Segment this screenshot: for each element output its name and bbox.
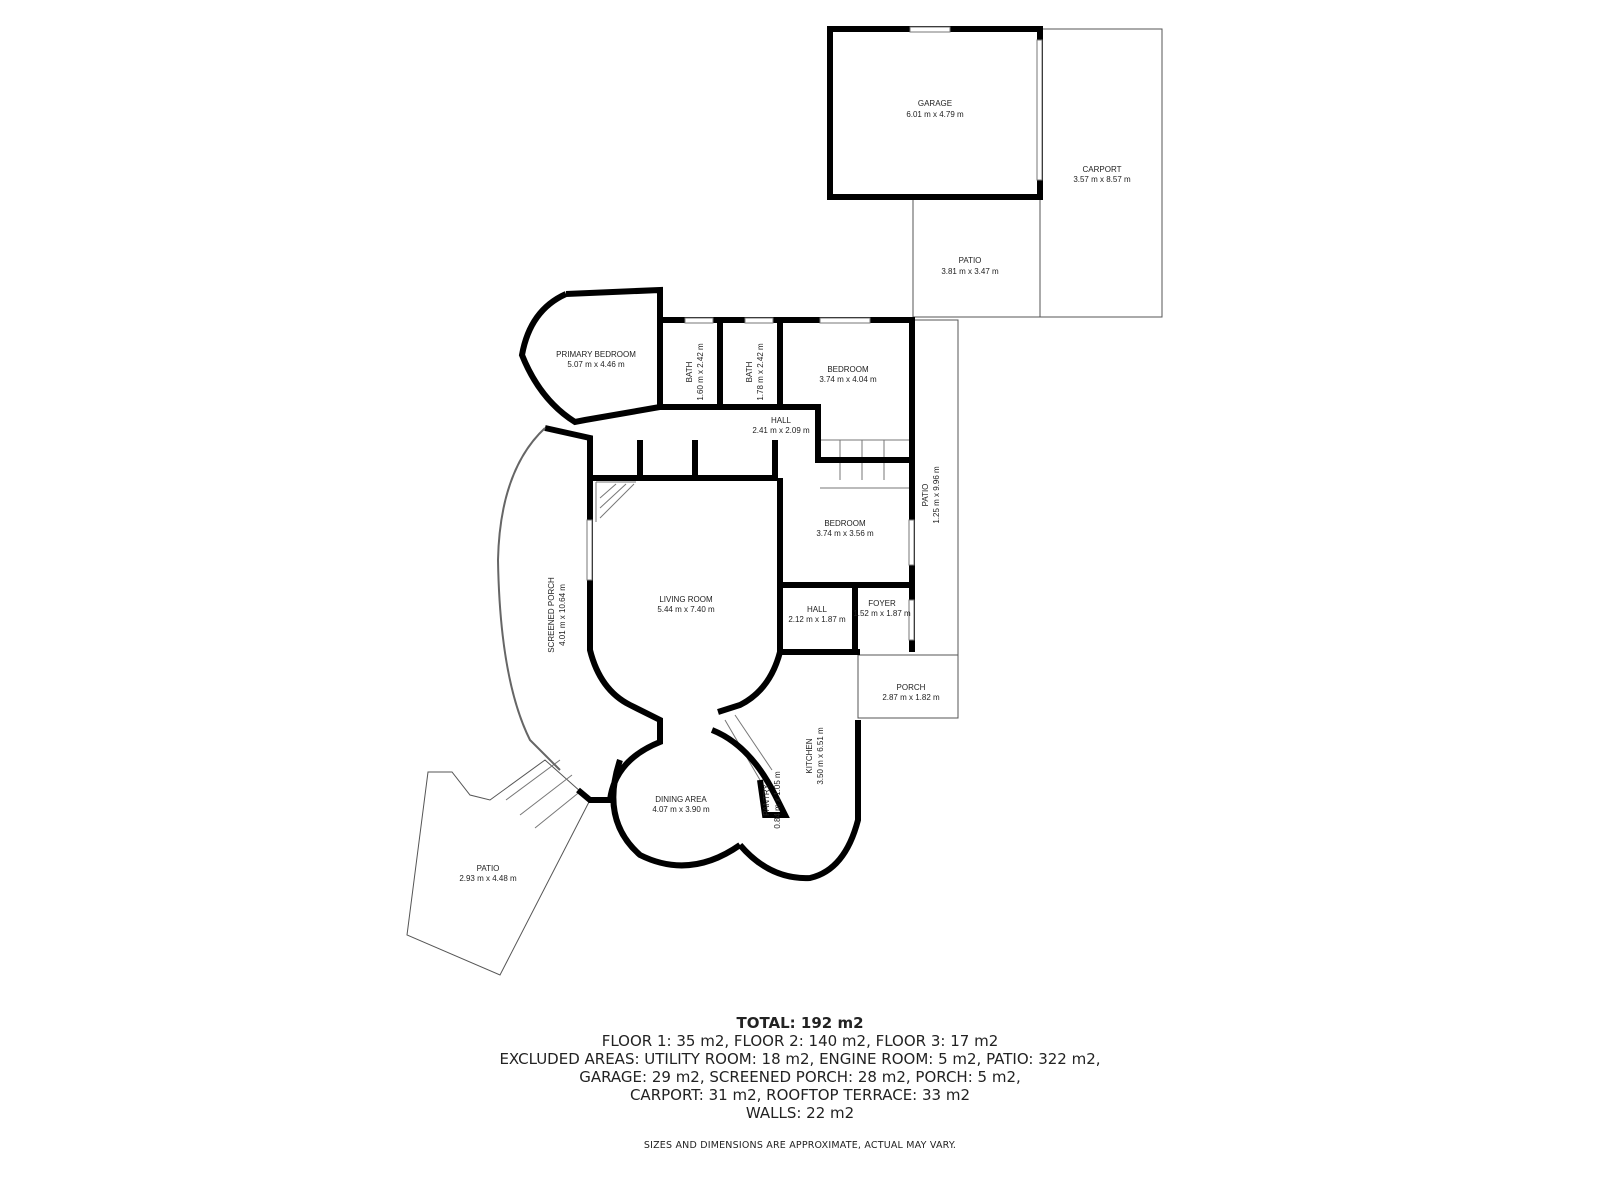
kitchen-walls bbox=[737, 720, 861, 882]
svg-text:BATH: BATH bbox=[685, 361, 694, 382]
svg-text:6.01 m x 4.79 m: 6.01 m x 4.79 m bbox=[906, 110, 964, 119]
walls-area: WALLS: 22 m2 bbox=[745, 1104, 855, 1122]
svg-text:3.74 m x 3.56 m: 3.74 m x 3.56 m bbox=[816, 529, 874, 538]
svg-text:3.50 m x 6.51 m: 3.50 m x 6.51 m bbox=[816, 727, 825, 785]
svg-text:HALL: HALL bbox=[771, 416, 792, 425]
dining-area-walls bbox=[610, 759, 742, 869]
svg-text:2.12 m x 1.87 m: 2.12 m x 1.87 m bbox=[788, 615, 846, 624]
svg-text:DINING AREA: DINING AREA bbox=[655, 795, 707, 804]
svg-text:BATH: BATH bbox=[745, 361, 754, 382]
area-summary: TOTAL: 192 m2 FLOOR 1: 35 m2, FLOOR 2: 1… bbox=[0, 1014, 1600, 1151]
room-patio-top: PATIO 3.81 m x 3.47 m bbox=[941, 256, 999, 276]
porch-outline bbox=[857, 654, 959, 719]
svg-text:3.57 m x 8.57 m: 3.57 m x 8.57 m bbox=[1073, 175, 1131, 184]
svg-text:PRIMARY BEDROOM: PRIMARY BEDROOM bbox=[556, 350, 636, 359]
svg-text:4.07 m x 3.90 m: 4.07 m x 3.90 m bbox=[652, 805, 710, 814]
svg-text:BEDROOM: BEDROOM bbox=[824, 519, 866, 528]
svg-text:2.93 m x 4.48 m: 2.93 m x 4.48 m bbox=[459, 874, 517, 883]
total-area: TOTAL: 192 m2 bbox=[736, 1014, 864, 1032]
svg-text:KITCHEN: KITCHEN bbox=[805, 738, 814, 773]
svg-text:0.84 m x 1.05 m: 0.84 m x 1.05 m bbox=[773, 771, 782, 829]
disclaimer: SIZES AND DIMENSIONS ARE APPROXIMATE, AC… bbox=[643, 1140, 957, 1151]
outdoor-areas bbox=[406, 28, 1163, 976]
svg-text:3.74 m x 4.04 m: 3.74 m x 4.04 m bbox=[819, 375, 877, 384]
pantry-walls bbox=[710, 727, 790, 818]
svg-text:2.41 m x 2.09 m: 2.41 m x 2.09 m bbox=[752, 426, 810, 435]
svg-text:FOYER: FOYER bbox=[868, 599, 896, 608]
svg-text:1.25 m x 9.96 m: 1.25 m x 9.96 m bbox=[932, 466, 941, 524]
svg-text:HALL: HALL bbox=[807, 605, 828, 614]
svg-text:PORCH: PORCH bbox=[897, 683, 926, 692]
walls bbox=[496, 26, 1043, 882]
stairs bbox=[505, 439, 910, 829]
svg-text:5.44 m x 7.40 m: 5.44 m x 7.40 m bbox=[657, 605, 715, 614]
svg-text:LIVING ROOM: LIVING ROOM bbox=[659, 595, 713, 604]
svg-text:PANTRY: PANTRY bbox=[762, 783, 771, 815]
svg-text:4.01 m x 10.64 m: 4.01 m x 10.64 m bbox=[558, 584, 567, 646]
svg-text:1.52 m x 1.87 m: 1.52 m x 1.87 m bbox=[853, 609, 911, 618]
patio-side-outline bbox=[913, 319, 959, 655]
floor-areas: FLOOR 1: 35 m2, FLOOR 2: 140 m2, FLOOR 3… bbox=[601, 1032, 999, 1050]
svg-text:PATIO: PATIO bbox=[477, 864, 500, 873]
excluded-areas-1: EXCLUDED AREAS: UTILITY ROOM: 18 m2, ENG… bbox=[499, 1050, 1101, 1068]
svg-text:PATIO: PATIO bbox=[959, 256, 982, 265]
primary-bedroom-walls bbox=[518, 286, 663, 426]
screened-porch-walls bbox=[496, 427, 561, 771]
svg-text:1.60 m x 2.42 m: 1.60 m x 2.42 m bbox=[696, 343, 705, 401]
svg-text:BEDROOM: BEDROOM bbox=[827, 365, 869, 374]
svg-text:1.78 m x 2.42 m: 1.78 m x 2.42 m bbox=[756, 343, 765, 401]
svg-text:CARPORT: CARPORT bbox=[1083, 165, 1122, 174]
excluded-areas-2: GARAGE: 29 m2, SCREENED PORCH: 28 m2, PO… bbox=[579, 1068, 1021, 1086]
svg-text:PATIO: PATIO bbox=[921, 484, 930, 507]
excluded-areas-3: CARPORT: 31 m2, ROOFTOP TERRACE: 33 m2 bbox=[629, 1086, 971, 1104]
svg-text:5.07 m x 4.46 m: 5.07 m x 4.46 m bbox=[567, 360, 625, 369]
svg-text:2.87 m x 1.82 m: 2.87 m x 1.82 m bbox=[882, 693, 940, 702]
svg-text:GARAGE: GARAGE bbox=[918, 99, 952, 108]
windows bbox=[586, 26, 1043, 641]
living-room-east-curve bbox=[717, 651, 783, 715]
patio-bottom-outline bbox=[406, 759, 591, 976]
svg-text:SCREENED PORCH: SCREENED PORCH bbox=[547, 577, 556, 653]
svg-text:3.81 m x 3.47 m: 3.81 m x 3.47 m bbox=[941, 267, 999, 276]
room-garage: GARAGE 6.01 m x 4.79 m bbox=[906, 99, 964, 119]
